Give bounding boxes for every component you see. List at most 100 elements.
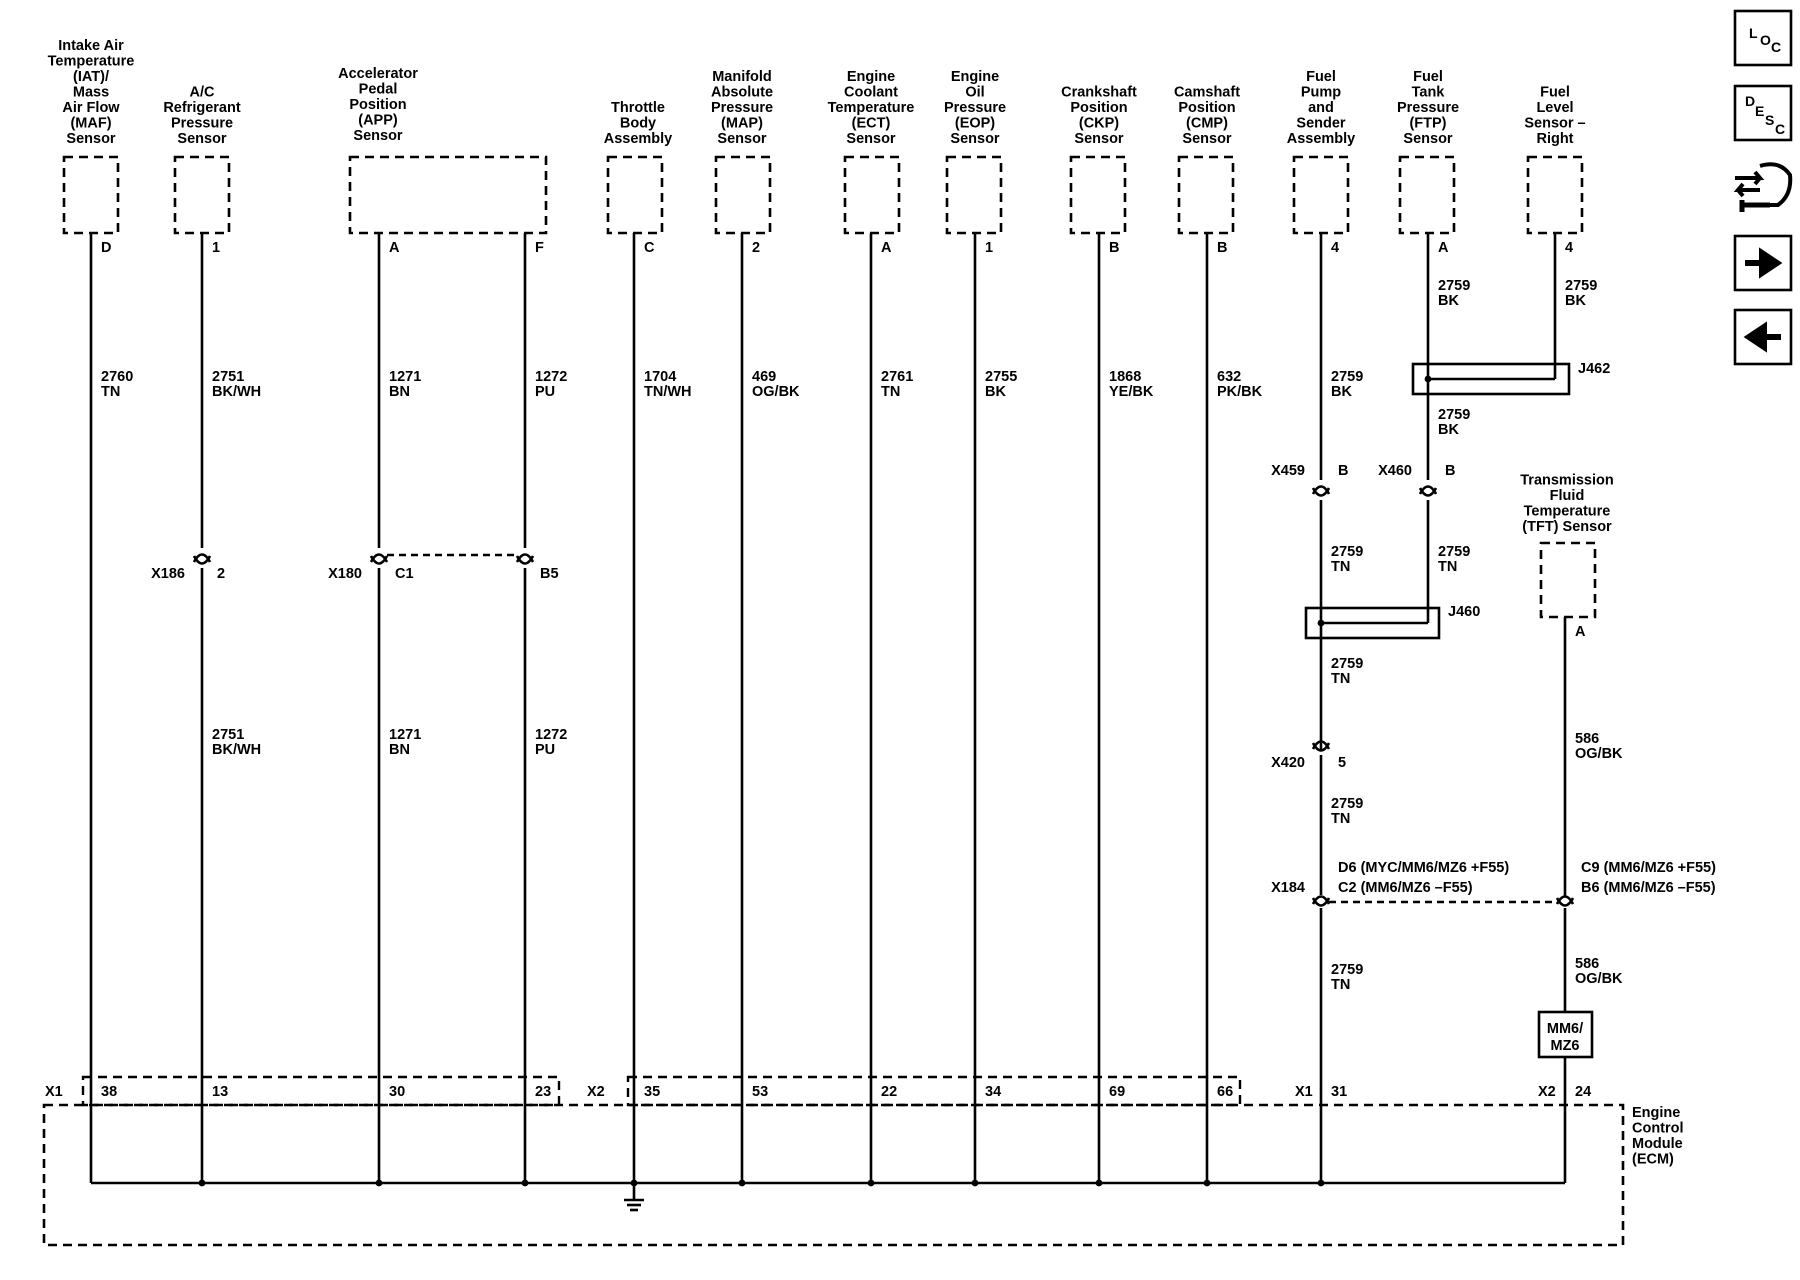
sensor-box-iat — [62, 155, 120, 235]
pin-label-app-f: F — [535, 240, 544, 256]
wire-label-app-f-lower-circuit: 1272 — [535, 727, 567, 743]
wire-label-ftp-3-circuit: 2759 — [1438, 544, 1470, 560]
component-label-ftp-line: Tank — [1412, 85, 1446, 101]
wire-label-fp-5-color: TN — [1331, 977, 1350, 993]
component-label-cmp-line: Position — [1178, 100, 1235, 116]
component-label-tft-line: (TFT) Sensor — [1522, 519, 1612, 535]
ecm-pin-number: 22 — [881, 1084, 897, 1100]
connector-x184-pin-d6: D6 (MYC/MM6/MZ6 +F55) — [1338, 860, 1509, 876]
wire-label-fp-3-color: TN — [1331, 671, 1350, 687]
ecm-connector-label: X1 — [45, 1084, 63, 1100]
desc-letter: S — [1765, 112, 1774, 128]
connector-x459-lower — [1311, 487, 1331, 497]
wire-label-ac-upper-circuit: 2751 — [212, 369, 244, 385]
component-label-fp-line: Pump — [1301, 85, 1341, 101]
wire-label-eop-circuit: 2755 — [985, 369, 1017, 385]
ecm-connector-x2-a — [626, 1075, 1242, 1107]
sensor-box-ftp — [1398, 155, 1456, 235]
wire-label-tb-color: TN/WH — [644, 384, 692, 400]
ecm-pin-number: 30 — [389, 1084, 405, 1100]
sensor-box-cmp — [1177, 155, 1235, 235]
wire-label-iat-color: TN — [101, 384, 120, 400]
wrench-glyph — [1739, 200, 1770, 212]
wire-label-ftp-1-color: BK — [1438, 293, 1459, 309]
wire-label-ftp-1-circuit: 2759 — [1438, 278, 1470, 294]
component-label-ftp-line: Sensor — [1403, 131, 1453, 147]
previous-page-button[interactable] — [1733, 308, 1793, 366]
connector-view-button[interactable] — [1733, 162, 1793, 212]
wire-label-ac-upper-color: BK/WH — [212, 384, 261, 400]
component-label-ftp-line: (FTP) — [1409, 116, 1446, 132]
component-label-ect-line: Sensor — [846, 131, 896, 147]
component-label-ac-line: Refrigerant — [163, 100, 241, 116]
component-label-iat-line: Mass — [73, 85, 109, 101]
wire-label-app-a-circuit: 1271 — [389, 369, 421, 385]
wire-label-fls-circuit: 2759 — [1565, 278, 1597, 294]
connector-x459-name: X459 — [1271, 463, 1305, 479]
sensor-box-ect — [843, 155, 901, 235]
wire-label-fp-4-color: TN — [1331, 811, 1350, 827]
ecm-node-dot — [521, 1179, 529, 1187]
component-label-ect-line: Temperature — [828, 100, 915, 116]
wire-label-fp-5-circuit: 2759 — [1331, 962, 1363, 978]
wire-label-fp-1-color: BK — [1331, 384, 1352, 400]
ecm-connector-label: X2 — [587, 1084, 605, 1100]
component-label-app-line: Pedal — [359, 82, 398, 98]
ecm-pin-number: 31 — [1331, 1084, 1347, 1100]
wire-label-map-circuit: 469 — [752, 369, 776, 385]
component-label-fls-line: Sensor – — [1524, 116, 1585, 132]
wire-label-app-f-circuit: 1272 — [535, 369, 567, 385]
component-label-ac-line: A/C — [190, 85, 216, 101]
component-label-fp-line: Fuel — [1306, 69, 1336, 85]
component-label-eop-line: Sensor — [950, 131, 1000, 147]
wire-layer — [42, 155, 1625, 1247]
wire-label-tft-1-circuit: 586 — [1575, 731, 1599, 747]
connector-x180-pin-b5: B5 — [540, 566, 559, 582]
wire-label-app-f-lower-color: PU — [535, 742, 555, 758]
wire-label-tft-2-circuit: 586 — [1575, 956, 1599, 972]
component-label-iat-line: Sensor — [66, 131, 116, 147]
connector-x420-pin: 5 — [1338, 755, 1346, 771]
component-label-map-line: Absolute — [711, 85, 773, 101]
arrow-glyph — [1735, 170, 1765, 186]
connector-wrench-icon — [1733, 162, 1793, 212]
desc-letter: E — [1755, 103, 1764, 119]
component-label-eop-line: Pressure — [944, 100, 1006, 116]
component-label-tft-line: Temperature — [1524, 504, 1611, 520]
connector-x184-lower-tft — [1555, 897, 1575, 907]
connector-x184-pin-c9: C9 (MM6/MZ6 +F55) — [1581, 860, 1716, 876]
wire-label-fp-3-circuit: 2759 — [1331, 656, 1363, 672]
connector-x186-lower — [192, 555, 212, 565]
pin-label-ect: A — [881, 240, 892, 256]
component-label-ac-line: Pressure — [171, 116, 233, 132]
component-label-ect-line: (ECT) — [852, 116, 891, 132]
component-label-ftp-line: Pressure — [1397, 100, 1459, 116]
arrow-glyph — [1733, 182, 1760, 198]
connector-x184-lower-fp — [1311, 897, 1331, 907]
component-label-app-line: (APP) — [358, 113, 398, 129]
component-label-cmp-line: Camshaft — [1174, 85, 1240, 101]
connector-x460-lower — [1418, 487, 1438, 497]
splice-j460 — [1304, 606, 1441, 640]
ecm-pin-number: 53 — [752, 1084, 768, 1100]
component-label-iat-line: (IAT)/ — [73, 69, 109, 85]
component-label-fp-line: and — [1308, 100, 1334, 116]
ecm-node-dot — [375, 1179, 383, 1187]
component-label-fp-line: Sender — [1296, 116, 1346, 132]
next-page-button[interactable] — [1733, 234, 1793, 292]
splice-j462 — [1411, 362, 1571, 396]
component-label-ect-line: Engine — [847, 69, 895, 85]
ecm-pin-number: 13 — [212, 1084, 228, 1100]
wire-label-ckp-color: YE/BK — [1109, 384, 1154, 400]
ecm-pin-number: 69 — [1109, 1084, 1125, 1100]
wire-label-tft-2-color: OG/BK — [1575, 971, 1623, 987]
wire-label-ac-lower-circuit: 2751 — [212, 727, 244, 743]
desc-letter: D — [1745, 93, 1755, 109]
connector-x180-lower-app-a — [369, 555, 389, 565]
wire-label-ect-color: TN — [881, 384, 900, 400]
